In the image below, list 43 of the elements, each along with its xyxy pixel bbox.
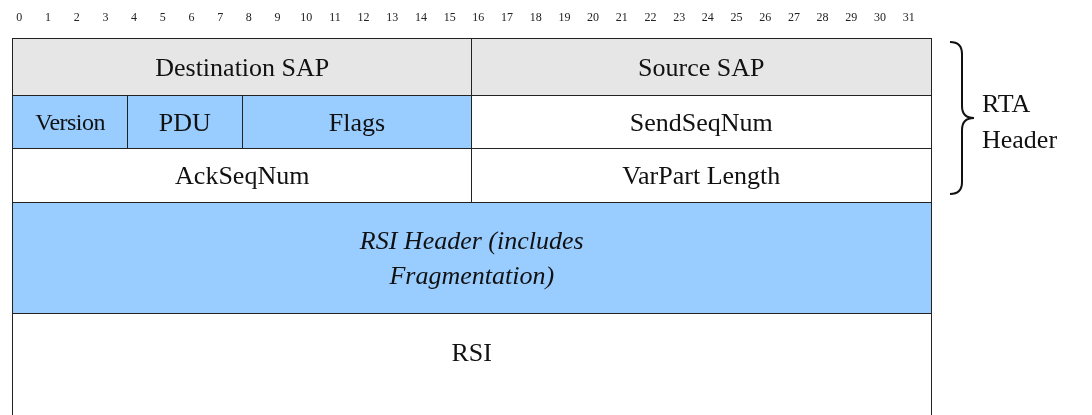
bit-number: 5	[158, 10, 167, 25]
bit-number: 19	[557, 10, 572, 25]
bit-number: 6	[187, 10, 196, 25]
bit-number: 15	[442, 10, 457, 25]
header-field: Flags	[241, 95, 473, 150]
bit-number: 20	[586, 10, 601, 25]
bit-number: 14	[413, 10, 428, 25]
header-label: RTA Header	[982, 88, 1059, 157]
bit-number: 28	[815, 10, 830, 25]
header-field: Version	[12, 95, 129, 150]
bit-number: 30	[872, 10, 887, 25]
bit-number: 27	[786, 10, 801, 25]
header-field: PDU	[126, 95, 243, 150]
bit-number: 12	[356, 10, 371, 25]
bit-number: 17	[500, 10, 515, 25]
bit-number: 18	[528, 10, 543, 25]
bit-number: 2	[72, 10, 81, 25]
header-field: SendSeqNum	[471, 95, 932, 150]
bit-number: 21	[614, 10, 629, 25]
bit-number: 10	[299, 10, 314, 25]
bit-number: 23	[672, 10, 687, 25]
header-field: RSI Header (includes Fragmentation)	[12, 202, 932, 315]
bit-number: 24	[700, 10, 715, 25]
header-field: RSI	[12, 313, 932, 415]
bit-number: 25	[729, 10, 744, 25]
bit-number: 13	[385, 10, 400, 25]
header-field: VarPart Length	[471, 148, 932, 204]
bit-number: 9	[273, 10, 282, 25]
bit-number: 26	[758, 10, 773, 25]
bit-number: 11	[328, 10, 342, 25]
header-field: Destination SAP	[12, 38, 473, 97]
bit-number: 1	[44, 10, 53, 25]
bit-number: 3	[101, 10, 110, 25]
header-field: Source SAP	[471, 38, 932, 97]
bit-number: 0	[15, 10, 24, 25]
bit-number: 29	[844, 10, 859, 25]
bit-number: 8	[244, 10, 253, 25]
header-field: AckSeqNum	[12, 148, 473, 204]
bit-number: 16	[471, 10, 486, 25]
bit-number: 22	[643, 10, 658, 25]
bit-number: 7	[216, 10, 225, 25]
bit-number: 4	[130, 10, 139, 25]
bit-number: 31	[901, 10, 916, 25]
